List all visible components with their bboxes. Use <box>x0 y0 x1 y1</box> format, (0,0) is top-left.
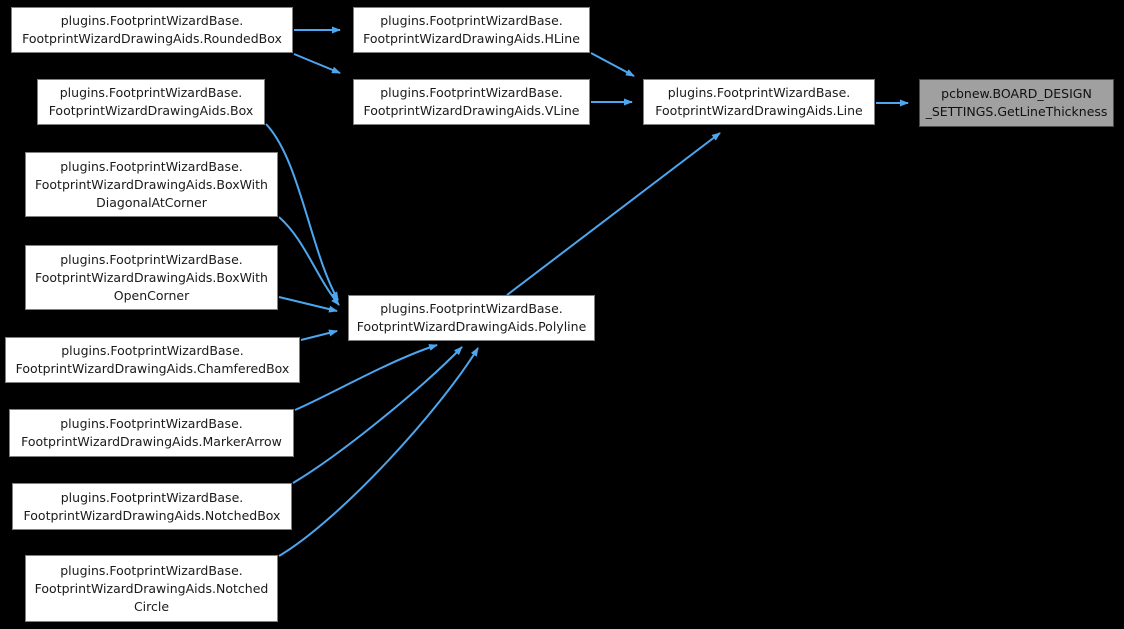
node-markerarrow[interactable]: plugins.FootprintWizardBase. FootprintWi… <box>9 409 294 457</box>
node-label-box: plugins.FootprintWizardBase. FootprintWi… <box>48 85 254 118</box>
node-boxwithdiagonalatcorner[interactable]: plugins.FootprintWizardBase. FootprintWi… <box>25 152 278 217</box>
node-label-chamferedbox: plugins.FootprintWizardBase. FootprintWi… <box>15 343 290 376</box>
edge-hline-to-line <box>590 52 635 77</box>
node-label-notchedcircle: plugins.FootprintWizardBase. FootprintWi… <box>34 562 269 614</box>
node-notchedbox[interactable]: plugins.FootprintWizardBase. FootprintWi… <box>12 483 292 530</box>
node-label-markerarrow: plugins.FootprintWizardBase. FootprintWi… <box>21 416 282 449</box>
edge-notchedbox-to-polyline <box>292 346 463 484</box>
node-label-hline: plugins.FootprintWizardBase. FootprintWi… <box>363 13 580 46</box>
node-label-vline: plugins.FootprintWizardBase. FootprintWi… <box>363 85 580 118</box>
edge-polyline-to-line <box>506 132 721 296</box>
node-boxwithopencorner[interactable]: plugins.FootprintWizardBase. FootprintWi… <box>25 245 278 310</box>
node-box[interactable]: plugins.FootprintWizardBase. FootprintWi… <box>37 79 265 125</box>
edge-notchedcircle-to-polyline <box>278 347 479 557</box>
node-getlinethickness[interactable]: pcbnew.BOARD_DESIGN _SETTINGS.GetLineThi… <box>919 79 1114 127</box>
node-vline[interactable]: plugins.FootprintWizardBase. FootprintWi… <box>353 79 590 125</box>
edge-boxwithopencorner-to-polyline <box>278 296 338 313</box>
node-hline[interactable]: plugins.FootprintWizardBase. FootprintWi… <box>353 7 590 53</box>
node-polyline[interactable]: plugins.FootprintWizardBase. FootprintWi… <box>348 295 595 341</box>
node-roundedbox[interactable]: plugins.FootprintWizardBase. FootprintWi… <box>11 7 293 53</box>
node-label-line: plugins.FootprintWizardBase. FootprintWi… <box>655 85 863 118</box>
node-label-polyline: plugins.FootprintWizardBase. FootprintWi… <box>356 301 587 334</box>
edge-chamferedbox-to-polyline <box>300 329 338 341</box>
node-line[interactable]: plugins.FootprintWizardBase. FootprintWi… <box>643 79 875 125</box>
edge-markerarrow-to-polyline <box>294 344 438 411</box>
node-label-notchedbox: plugins.FootprintWizardBase. FootprintWi… <box>23 489 281 523</box>
node-label-roundedbox: plugins.FootprintWizardBase. FootprintWi… <box>22 13 282 46</box>
edge-boxwithdiagonalatcorner-to-polyline <box>278 216 340 306</box>
node-label-boxwithdiagonalatcorner: plugins.FootprintWizardBase. FootprintWi… <box>35 158 268 210</box>
node-notchedcircle[interactable]: plugins.FootprintWizardBase. FootprintWi… <box>25 555 278 622</box>
node-label-boxwithopencorner: plugins.FootprintWizardBase. FootprintWi… <box>35 251 268 303</box>
node-label-getlinethickness: pcbnew.BOARD_DESIGN _SETTINGS.GetLineThi… <box>925 86 1108 119</box>
edge-roundedbox-to-vline <box>293 53 341 74</box>
node-chamferedbox[interactable]: plugins.FootprintWizardBase. FootprintWi… <box>5 337 300 383</box>
